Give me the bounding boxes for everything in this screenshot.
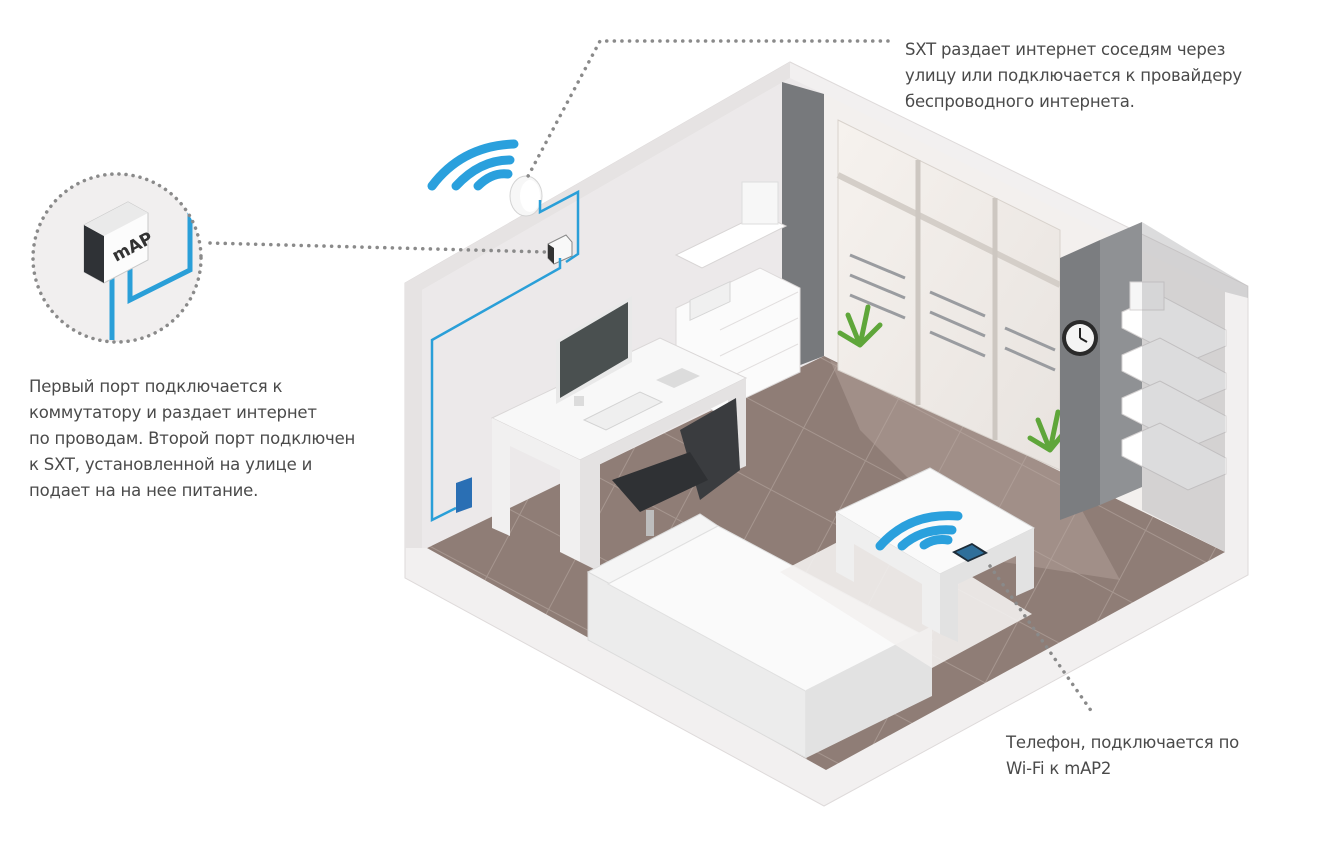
wifi-signal-icon-table (875, 511, 963, 551)
coffee-table (834, 467, 1036, 642)
leader-lines (208, 39, 1094, 714)
clock-icon (1062, 320, 1098, 356)
back-right-wall (824, 94, 1248, 552)
map-router-small (547, 234, 573, 265)
leader-line-sxt (524, 39, 890, 182)
network-switch (456, 477, 472, 514)
caption-phone: Телефон, подключается по Wi-Fi к mAP2 (1006, 733, 1240, 778)
sofa (586, 513, 934, 759)
sxt-antenna (509, 175, 543, 217)
network-cables (430, 189, 580, 523)
caption-sxt: SXT раздает интернет соседям через улицу… (905, 40, 1242, 111)
monitor (556, 296, 700, 431)
caption-map-ports: Первый порт подключается к коммутатору и… (29, 377, 356, 500)
plant (837, 304, 1071, 453)
wall-shelf (674, 181, 788, 269)
wall-shelves (1121, 281, 1227, 491)
leader-line-map (208, 241, 548, 254)
office-chair (612, 398, 740, 536)
wifi-signal-icon-sxt (427, 139, 519, 191)
map-device-zoom: mAP (31, 172, 203, 344)
leader-line-phone (988, 564, 1094, 714)
phone-icon (952, 543, 988, 562)
